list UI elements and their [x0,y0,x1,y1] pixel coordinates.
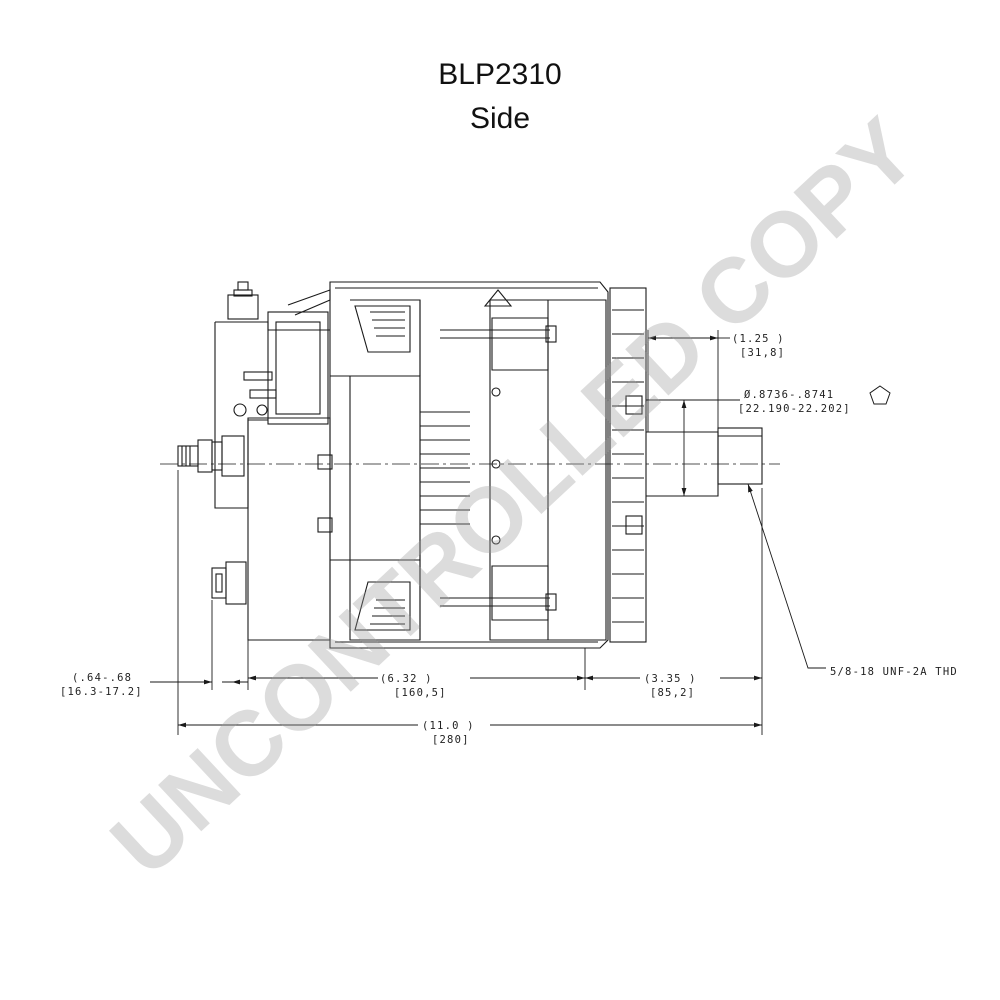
alternator-body [177,281,763,649]
dimension-lines [150,330,826,735]
stud-length-mm: [16.3-17.2] [60,686,143,698]
front-length-inch: (3.35 ) [644,673,697,685]
overall-length-inch: (11.0 ) [422,720,475,732]
front-length-mm: [85,2] [650,687,695,699]
shaft-length-mm: [31,8] [740,347,785,359]
stud-length-inch: (.64-.68 [72,672,132,684]
pentagon-icon [869,385,891,405]
watermark: UNCONTROLLED COPY [92,99,935,895]
body-length-mm: [160,5] [394,687,447,699]
shaft-diameter-inch: Ø.8736-.8741 [744,389,834,401]
shaft-diameter-mm: [22.190-22.202] [738,403,851,415]
body-length-inch: (6.32 ) [380,673,433,685]
shaft-length-inch: (1.25 ) [732,333,785,345]
drawing-title: BLP2310 [438,58,562,91]
overall-length-mm: [280] [432,734,470,746]
thread-spec-label: 5/8-18 UNF-2A THD [830,666,958,678]
view-label: Side [469,102,531,135]
